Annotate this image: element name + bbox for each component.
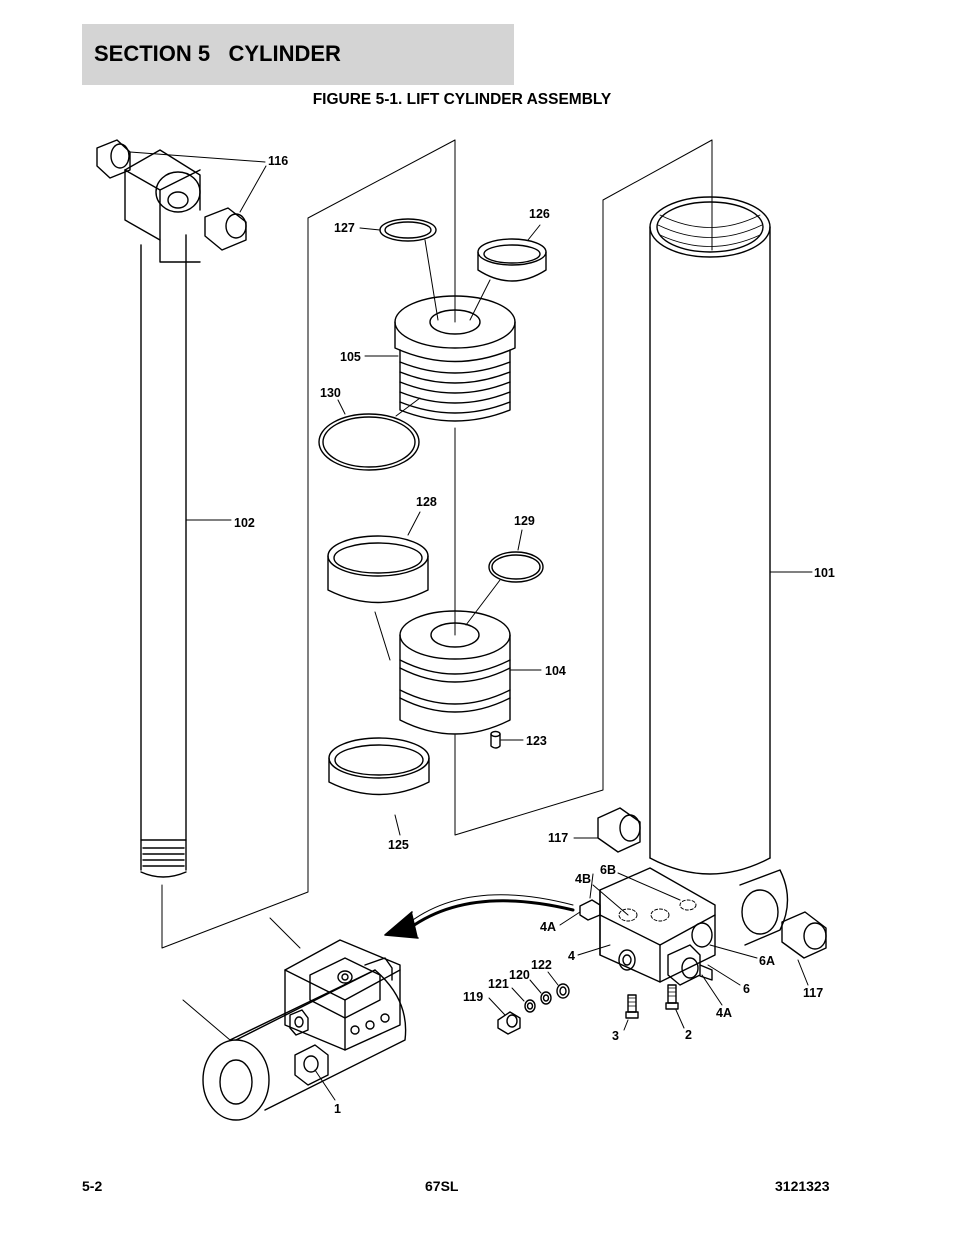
screw-2 (665, 984, 685, 1029)
section-header: SECTION 5 CYLINDER (82, 24, 514, 85)
callout-117-upper: 117 (548, 831, 568, 845)
callout-6b: 6B (600, 863, 616, 877)
callout-104: 104 (545, 664, 566, 678)
callout-6a: 6A (759, 954, 775, 968)
wear-ring-128 (327, 511, 429, 661)
wiper-126 (469, 224, 547, 321)
o-ring-129 (465, 529, 544, 626)
callout-4: 4 (568, 949, 575, 963)
callout-102: 102 (234, 516, 255, 530)
callout-6: 6 (743, 982, 750, 996)
callout-120: 120 (509, 968, 530, 982)
pin-123 (490, 730, 524, 749)
callout-128: 128 (416, 495, 437, 509)
footer-doc-number: 3121323 (775, 1178, 830, 1194)
bushing-117-upper (573, 807, 641, 853)
washer-120 (540, 991, 552, 1005)
callout-1: 1 (334, 1102, 341, 1116)
callout-125: 125 (388, 838, 409, 852)
detail-view-valve (182, 917, 407, 1121)
screw-3 (623, 994, 639, 1031)
o-ring-130 (318, 397, 421, 471)
figure-title: FIGURE 5-1. LIFT CYLINDER ASSEMBLY (0, 91, 954, 109)
callout-4a-bottom: 4A (716, 1006, 732, 1020)
footer-page-number: 5-2 (82, 1178, 103, 1194)
section-title: SECTION 5 CYLINDER (94, 41, 341, 66)
callout-116: 116 (268, 154, 288, 168)
o-ring-122 (556, 983, 570, 999)
callout-117-lower: 117 (803, 986, 823, 1000)
callout-4a-top: 4A (540, 920, 556, 934)
callout-2: 2 (685, 1028, 692, 1042)
fitting-119 (497, 1011, 521, 1035)
cylinder-barrel-101 (649, 139, 813, 946)
washer-121 (524, 999, 536, 1013)
direction-arrow (384, 894, 575, 939)
callout-130: 130 (320, 386, 341, 400)
callout-119: 119 (463, 990, 483, 1004)
footer-model: 67SL (425, 1178, 459, 1194)
callout-123: 123 (526, 734, 547, 748)
callout-3: 3 (612, 1029, 619, 1043)
figure-title-text: FIGURE 5-1. LIFT CYLINDER ASSEMBLY (312, 91, 612, 108)
callout-101: 101 (814, 566, 835, 580)
cylinder-head-105 (364, 139, 516, 422)
callout-121: 121 (488, 977, 509, 991)
callout-127: 127 (334, 221, 355, 235)
cylinder-rod-102 (96, 139, 456, 949)
callout-122: 122 (531, 958, 552, 972)
valve-block (559, 867, 758, 1006)
callout-129: 129 (514, 514, 535, 528)
callout-105: 105 (340, 350, 361, 364)
bushing-116-right (204, 207, 247, 251)
bushing-117-lower (781, 911, 827, 986)
piston-104 (399, 139, 713, 836)
callout-126: 126 (529, 207, 550, 221)
wear-ring-125 (328, 737, 430, 836)
bushing-116-left (96, 139, 131, 179)
callout-4b: 4B (575, 872, 591, 886)
seal-127 (359, 218, 439, 321)
